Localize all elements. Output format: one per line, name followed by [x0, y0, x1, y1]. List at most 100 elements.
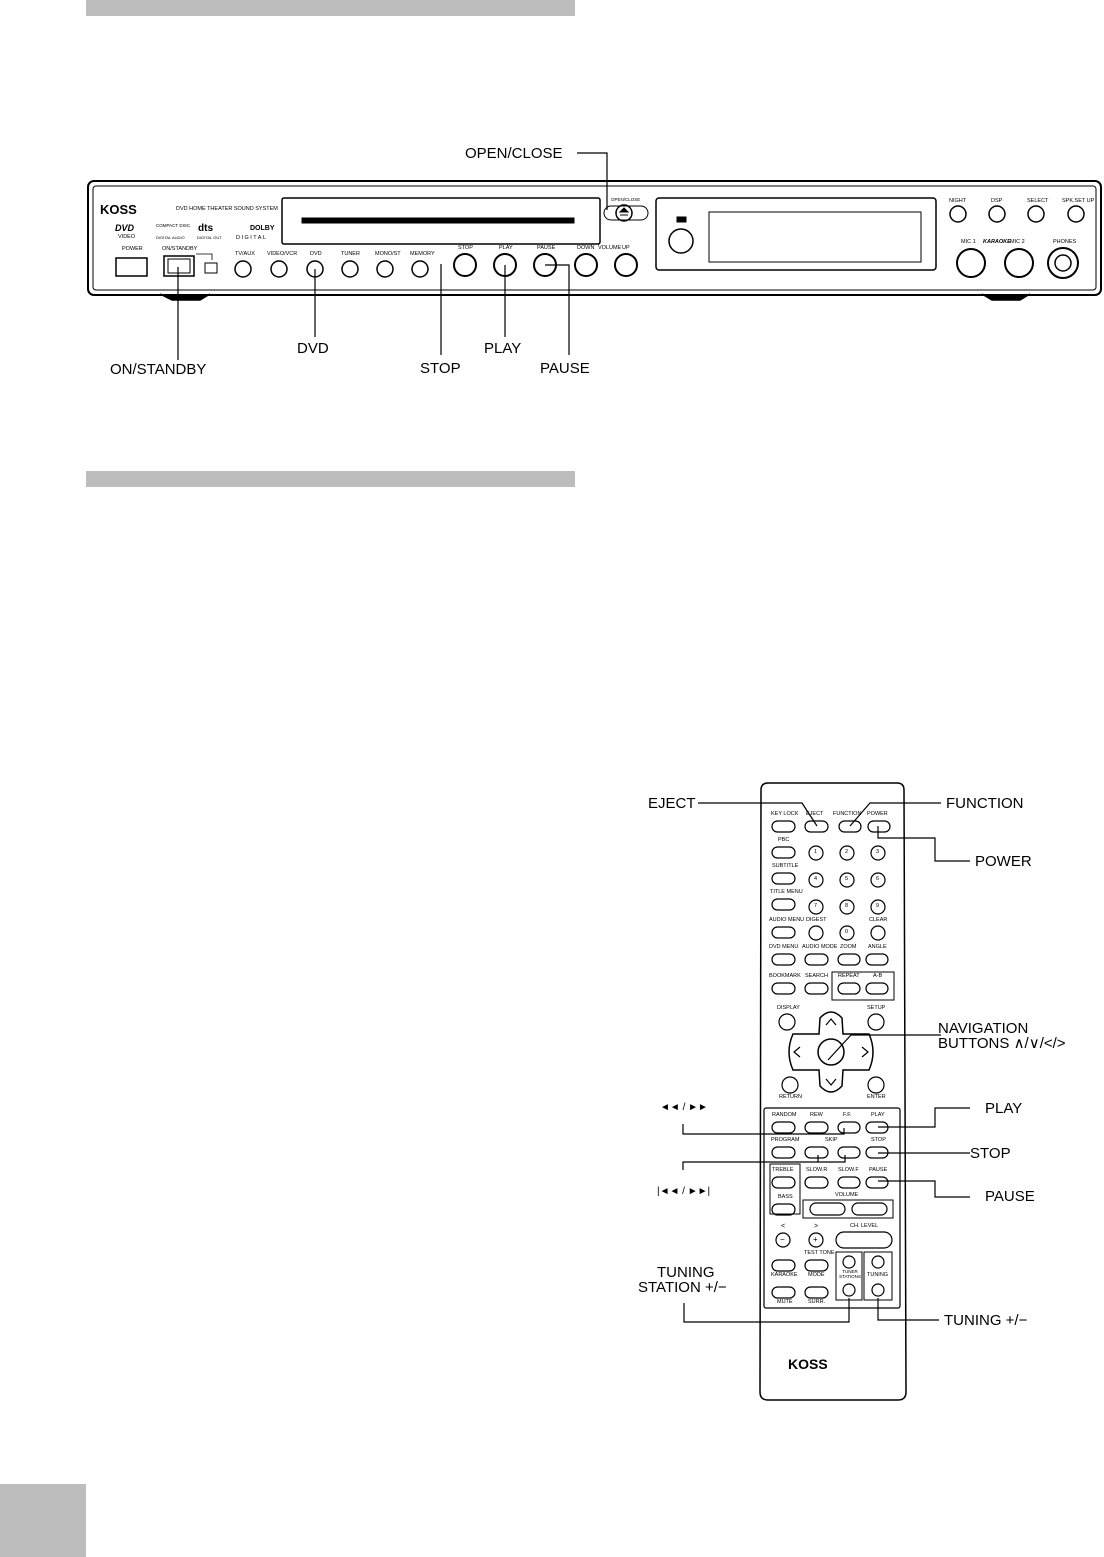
select-button[interactable] [1027, 205, 1045, 223]
callout-navigation-line1: NAVIGATION [938, 1020, 1029, 1037]
ab-label: A-B [873, 973, 883, 979]
remote-stop-label: STOP [871, 1137, 886, 1143]
mic1-label: MIC 1 [961, 239, 976, 245]
karaoke-label: KARAOKE [983, 239, 1011, 245]
cd-logo: COMPACT DISC [156, 223, 191, 228]
mic2-label: MIC 2 [1010, 239, 1025, 245]
karaoke-remote-label: KARAOKE [771, 1272, 798, 1278]
callout-open-close: OPEN/CLOSE [465, 145, 563, 162]
volume-up-button[interactable] [614, 253, 638, 277]
dsp-label: DSP [991, 198, 1003, 204]
plus-label: + [813, 1235, 818, 1244]
play-label: PLAY [499, 245, 513, 251]
phones-label: PHONES [1053, 239, 1077, 245]
tuner-stations-label: TUNER STATIONS [839, 1269, 861, 1279]
title-menu-label: TITLE MENU [770, 889, 803, 895]
callout-rew-ff: ◄◄ / ►► [660, 1102, 708, 1113]
dts-logo-sub: DIGITAL OUT [197, 235, 222, 240]
night-button[interactable] [949, 205, 967, 223]
power-button[interactable] [115, 257, 148, 277]
front-panel-model-text: DVD HOME THEATER SOUND SYSTEM [176, 206, 278, 212]
audio-mode-label: AUDIO MODE [802, 944, 838, 950]
digit-4: 4 [814, 876, 818, 882]
ir-sensor [668, 228, 694, 254]
video-vcr-button[interactable] [270, 260, 288, 278]
rew-label: REW [810, 1112, 823, 1118]
dvd-logo-sub: VIDEO [118, 234, 136, 240]
standby-indicator [204, 262, 218, 274]
tuner-label: TUNER [341, 251, 360, 257]
ff-label: F.F. [843, 1112, 852, 1118]
digit-3: 3 [876, 849, 880, 855]
dvd-logo: DVD [115, 223, 135, 233]
stop-label: STOP [458, 245, 473, 251]
dvd-label: DVD [310, 251, 322, 257]
video-vcr-label: VIDEO/VCR [267, 251, 298, 257]
tv-aux-label: TV/AUX [235, 251, 255, 257]
on-standby-label: ON/STANDBY [162, 246, 198, 252]
remote-power-label: POWER [867, 811, 888, 817]
callout-pause-remote: PAUSE [985, 1188, 1035, 1205]
callout-tuning-station-line2: STATION +/− [638, 1279, 727, 1296]
spk-setup-label: SPK.SET UP [1062, 198, 1095, 204]
remote-brand: KOSS [788, 1356, 828, 1372]
mute-label: MUTE [777, 1299, 793, 1305]
setup-label: SETUP [867, 1005, 886, 1011]
section-header-bar-2 [86, 471, 575, 487]
mic1-jack[interactable] [956, 248, 986, 278]
bass-label: BASS [778, 1194, 793, 1200]
treble-label: TREBLE [772, 1167, 794, 1173]
function-label: FUNCTION [833, 811, 862, 817]
power-label: POWER [122, 246, 143, 252]
callout-play: PLAY [484, 340, 522, 357]
digit-8: 8 [845, 903, 849, 909]
display-label: DISPLAY [777, 1005, 800, 1011]
night-label: NIGHT [949, 198, 967, 204]
skip-label: SKIP [825, 1137, 838, 1143]
test-tone-label: TEST TONE [804, 1250, 835, 1256]
callout-tuning-station-line1: TUNING [657, 1264, 715, 1281]
digit-1: 1 [814, 849, 818, 855]
callout-pause: PAUSE [540, 360, 590, 377]
callout-power: POWER [975, 853, 1032, 870]
program-label: PROGRAM [771, 1137, 800, 1143]
stop-button[interactable] [453, 253, 477, 277]
phones-jack[interactable] [1047, 247, 1079, 279]
callout-on-standby: ON/STANDBY [110, 361, 207, 378]
open-close-label: OPEN/CLOSE [611, 197, 641, 202]
eject-label: EJECT [806, 811, 824, 817]
tuner-button[interactable] [341, 260, 359, 278]
digit-2: 2 [845, 849, 849, 855]
page-number-box [0, 1484, 86, 1557]
mic2-jack[interactable] [1004, 248, 1034, 278]
dsp-button[interactable] [988, 205, 1006, 223]
remote-volume-label: VOLUME [835, 1192, 859, 1198]
digit-0: 0 [845, 929, 849, 935]
dvd-menu-label: DVD MENU [769, 944, 799, 950]
slow-r-label: SLOW.R [806, 1167, 828, 1173]
tuning-label: TUNING [867, 1272, 889, 1278]
tv-aux-button[interactable] [234, 260, 252, 278]
subtitle-label: SUBTITLE [772, 863, 799, 869]
volume-down-button[interactable] [574, 253, 598, 277]
zoom-label: ZOOM [840, 944, 857, 950]
dolby-logo-sub: DIGITAL [236, 235, 268, 241]
surr-label: SURR. [808, 1299, 826, 1305]
memory-button[interactable] [411, 260, 429, 278]
cd-logo-sub: DIGITAL AUDIO [156, 235, 185, 240]
on-standby-button[interactable] [163, 255, 195, 277]
section-header-bar-1 [86, 0, 575, 16]
clear-label: CLEAR [869, 917, 888, 923]
repeat-label: REPEAT [838, 973, 860, 979]
up-label: UP [622, 245, 630, 251]
open-close-button[interactable] [615, 204, 633, 222]
enter-label: ENTER [867, 1094, 886, 1100]
key-lock-label: KEY LOCK [771, 811, 799, 817]
spk-setup-button[interactable] [1067, 205, 1085, 223]
mono-st-button[interactable] [376, 260, 394, 278]
front-panel-illustration [87, 180, 1102, 301]
ch-level-label: CH. LEVEL [850, 1223, 879, 1229]
return-label: RETURN [779, 1094, 802, 1100]
remote-illustration [759, 782, 907, 1401]
